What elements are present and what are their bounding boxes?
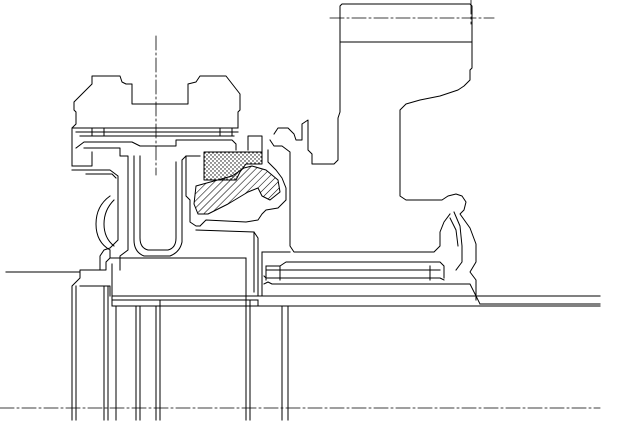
inner-ring-left: [71, 139, 259, 301]
felt-ring: [203, 151, 263, 181]
centerline-group: [0, 0, 601, 409]
right-housing: [261, 3, 601, 305]
left-housing: [71, 75, 241, 421]
seal-lip: [193, 165, 281, 215]
seal-assembly: [185, 135, 287, 297]
shaft: [111, 295, 601, 421]
